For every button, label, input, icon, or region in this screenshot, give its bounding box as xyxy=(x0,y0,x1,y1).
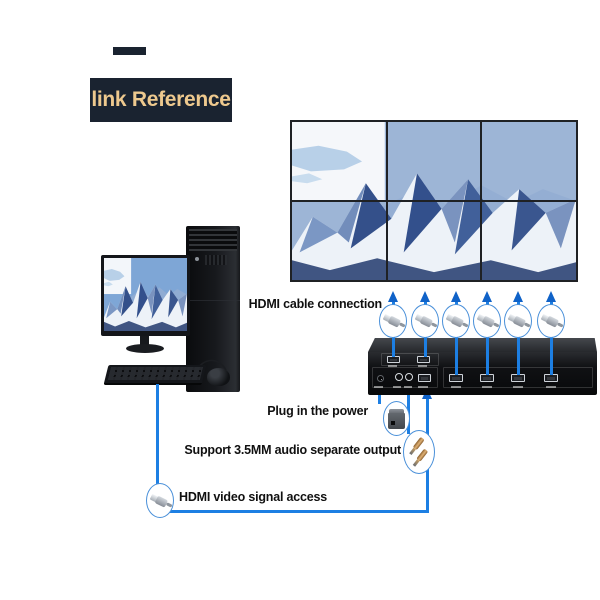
port-label-mark xyxy=(513,386,523,388)
pc-power-button xyxy=(195,257,199,261)
video-wall-divider-h1 xyxy=(292,200,576,202)
hdmi-output-port-4 xyxy=(480,374,494,382)
port-label-mark xyxy=(388,365,397,367)
hdmi-plug-icon xyxy=(538,310,564,332)
port-label-mark xyxy=(418,365,427,367)
output-cable-6 xyxy=(549,301,553,375)
pc-front-grill xyxy=(205,255,227,265)
output-arrow-6 xyxy=(545,291,556,302)
port-label-mark xyxy=(482,386,492,388)
power-adapter-icon xyxy=(388,408,405,429)
hdmi-connector-badge-4 xyxy=(473,304,501,338)
hdmi-input-port xyxy=(418,374,431,382)
pc-panel-seam xyxy=(186,300,240,301)
monitor-stand-neck xyxy=(140,336,149,345)
label-plug-in-power: Plug in the power xyxy=(267,404,368,418)
hdmi-connector-badge-2 xyxy=(411,304,439,338)
monitor-screen xyxy=(104,258,187,331)
hdmi-plug-icon xyxy=(380,310,406,332)
output-arrow-5 xyxy=(512,291,523,302)
port-label-mark xyxy=(393,386,401,388)
keyboard xyxy=(103,365,207,385)
power-port xyxy=(377,375,384,382)
hdmi-source-cable-vertical xyxy=(156,384,159,484)
output-arrow-2 xyxy=(419,291,430,302)
port-label-mark xyxy=(418,386,428,388)
monitor-stand-base xyxy=(126,344,164,353)
controller-upper-recess xyxy=(381,353,439,366)
hdmi-output-port-1 xyxy=(387,356,400,363)
port-label-mark xyxy=(546,386,556,388)
hdmi-output-port-5 xyxy=(511,374,525,382)
hdmi-source-badge xyxy=(146,483,174,518)
power-adapter-badge xyxy=(383,401,410,436)
audio-jack-port-1 xyxy=(395,373,403,381)
label-hdmi-cable-connection: HDMI cable connection xyxy=(248,297,383,311)
hdmi-connector-badge-3 xyxy=(442,304,470,338)
video-wall xyxy=(290,120,578,282)
hdmi-plug-icon xyxy=(505,310,531,332)
hdmi-source-cable-horizontal xyxy=(158,510,429,513)
label-hdmi-video-signal-access: HDMI video signal access xyxy=(179,490,328,504)
hdmi-plug-icon xyxy=(147,489,173,511)
output-cable-3 xyxy=(454,301,458,375)
controller-top-face xyxy=(368,338,597,352)
port-label-mark xyxy=(451,386,461,388)
hdmi-output-port-2 xyxy=(417,356,430,363)
mouse xyxy=(207,368,230,386)
audio-jack-icon xyxy=(402,434,437,469)
title-accent-bar xyxy=(113,47,146,55)
port-label-mark xyxy=(374,386,383,388)
output-arrow-1 xyxy=(387,291,398,302)
hdmi-plug-icon xyxy=(443,310,469,332)
output-arrow-3 xyxy=(450,291,461,302)
hdmi-output-port-3 xyxy=(449,374,463,382)
hdmi-connector-badge-6 xyxy=(537,304,565,338)
label-audio-separate-output: Support 3.5MM audio separate output xyxy=(184,443,401,457)
audio-jack-port-2 xyxy=(405,373,413,381)
audio-jacks-badge xyxy=(403,430,435,474)
page-title: link Reference xyxy=(90,78,232,122)
hdmi-plug-icon xyxy=(474,310,500,332)
power-wire xyxy=(378,393,381,404)
output-cable-5 xyxy=(516,301,520,375)
hdmi-output-port-6 xyxy=(544,374,558,382)
hdmi-plug-icon xyxy=(412,310,438,332)
port-label-mark xyxy=(404,386,412,388)
pc-tower-vents xyxy=(189,229,237,251)
output-arrow-4 xyxy=(481,291,492,302)
hdmi-connector-badge-5 xyxy=(504,304,532,338)
hdmi-connector-badge-1 xyxy=(379,304,407,338)
output-cable-4 xyxy=(485,301,489,375)
